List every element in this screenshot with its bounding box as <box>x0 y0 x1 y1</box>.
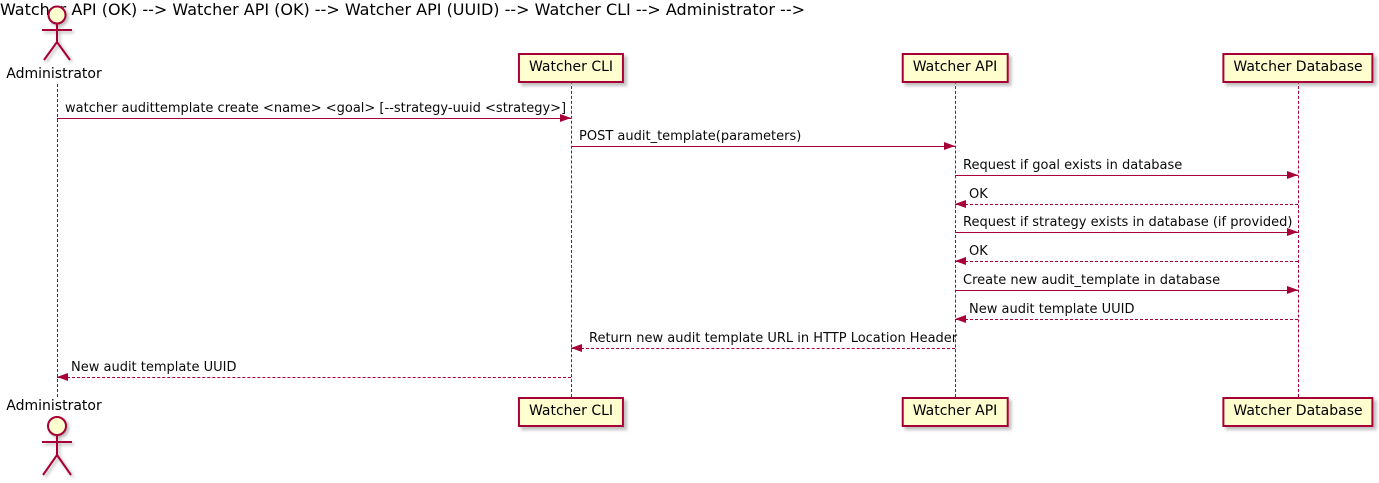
lifeline-watcher-cli <box>571 81 572 397</box>
arrowhead-icon <box>1287 171 1298 179</box>
arrowhead-icon <box>57 373 68 381</box>
actor-label-administrator-bottom: Administrator <box>6 398 102 414</box>
arrowhead-icon <box>1287 286 1298 294</box>
arrowhead-icon <box>944 142 955 150</box>
message-arrow <box>955 204 1298 205</box>
lifeline-administrator <box>57 84 58 397</box>
actor-label-administrator-top: Administrator <box>6 66 102 82</box>
participant-watcher-cli-top: Watcher CLI <box>517 53 625 83</box>
participant-watcher-api-bottom: Watcher API <box>901 397 1009 427</box>
message-arrow <box>571 348 955 349</box>
message-label: watcher audittemplate create <name> <goa… <box>65 101 567 116</box>
message-label: Request if strategy exists in database (… <box>963 215 1293 230</box>
arrowhead-icon <box>955 200 966 208</box>
message-label: Return new audit template URL in HTTP Lo… <box>589 331 958 346</box>
message-arrow <box>955 290 1298 291</box>
arrowhead-icon <box>1287 228 1298 236</box>
message-arrow <box>955 319 1298 320</box>
message-arrow <box>955 261 1298 262</box>
message-arrow <box>955 175 1298 176</box>
message-label: OK <box>969 187 988 202</box>
actor-icon-top <box>42 5 72 61</box>
participant-watcher-api-top: Watcher API <box>901 53 1009 83</box>
message-label: OK <box>969 244 988 259</box>
message-label: Request if goal exists in database <box>963 158 1183 173</box>
lifeline-watcher-api <box>955 81 956 397</box>
arrowhead-icon <box>955 315 966 323</box>
participant-watcher-database-bottom: Watcher Database <box>1222 397 1374 427</box>
arrowhead-icon <box>560 114 571 122</box>
message-label: New audit template UUID <box>71 360 237 375</box>
message-arrow <box>57 377 571 378</box>
message-arrow <box>57 118 571 119</box>
arrowhead-icon <box>955 257 966 265</box>
message-label: POST audit_template(parameters) <box>579 129 802 144</box>
message-label: Create new audit_template in database <box>963 273 1221 288</box>
actor-icon-bottom <box>42 416 72 476</box>
message-label: New audit template UUID <box>969 302 1135 317</box>
participant-watcher-database-top: Watcher Database <box>1222 53 1374 83</box>
message-arrow <box>955 232 1298 233</box>
lifeline-watcher-database <box>1298 81 1299 397</box>
participant-watcher-cli-bottom: Watcher CLI <box>517 397 625 427</box>
message-arrow <box>571 146 955 147</box>
arrowhead-icon <box>571 344 582 352</box>
